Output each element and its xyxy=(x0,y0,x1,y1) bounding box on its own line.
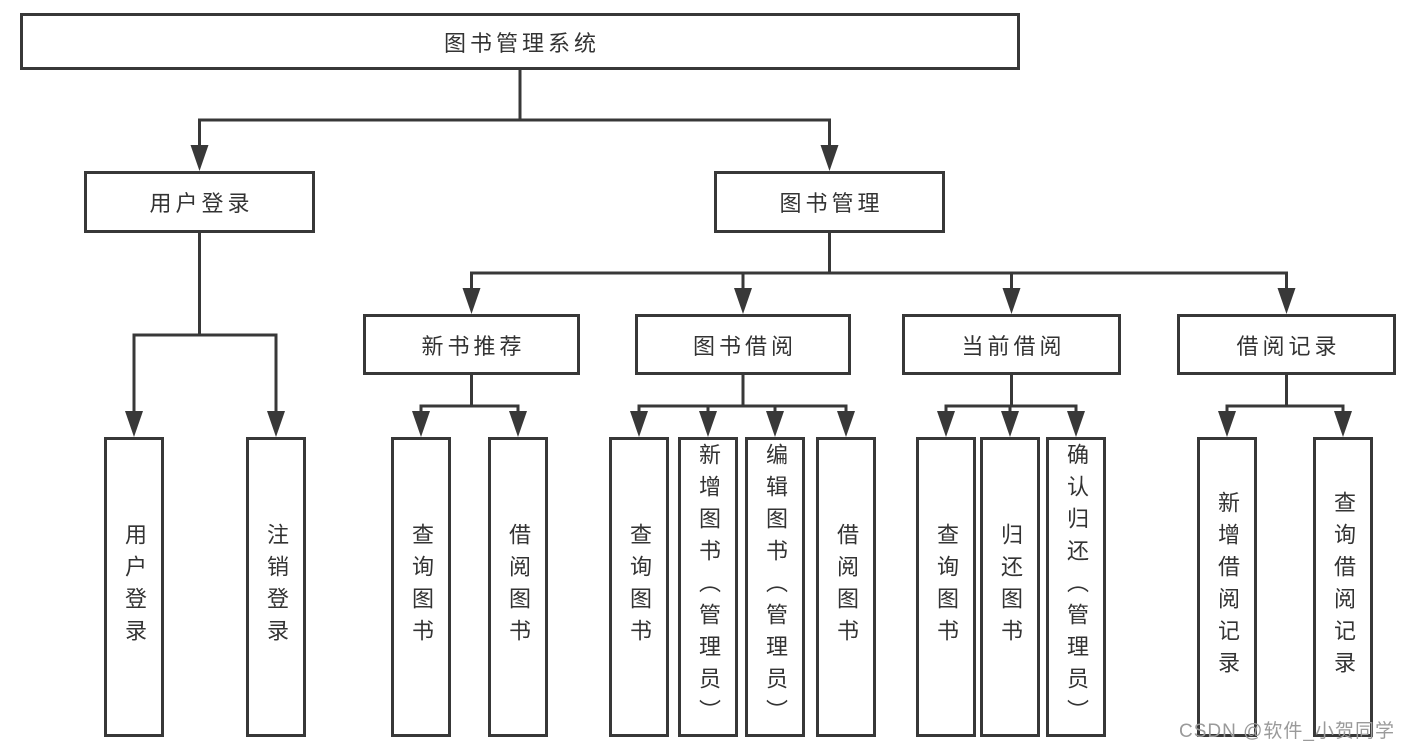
leaf-confirm-return-admin: 确认归还（管理员） xyxy=(1046,437,1106,737)
connector-new-book-recommend-group xyxy=(419,375,520,416)
node-new-book-recommend: 新书推荐 xyxy=(363,314,580,375)
node-book-borrow: 图书借阅 xyxy=(635,314,851,375)
leaf-edit-book-admin-label: 编辑图书（管理员） xyxy=(763,443,788,731)
arrowhead-leaf-query-book-1 xyxy=(412,411,430,437)
connector-book-borrow-group xyxy=(637,375,848,416)
csdn-watermark: CSDN @软件_小贺同学 xyxy=(1179,721,1395,742)
arrowhead-borrow-records xyxy=(1277,288,1296,314)
arrowhead-leaf-logout xyxy=(267,411,285,437)
leaf-return-book: 归还图书 xyxy=(980,437,1040,737)
leaf-query-borrow-record-label: 查询借阅记录 xyxy=(1331,491,1356,683)
leaf-query-book-borrow: 查询图书 xyxy=(609,437,669,737)
leaf-query-book-current: 查询图书 xyxy=(916,437,976,737)
leaf-query-book-recommend: 查询图书 xyxy=(391,437,451,737)
arrowhead-book-borrow xyxy=(734,288,752,314)
leaf-query-borrow-record: 查询借阅记录 xyxy=(1313,437,1373,737)
connector-user-login-group xyxy=(132,233,278,416)
arrowhead-leaf-edit-book xyxy=(766,411,784,437)
arrowhead-user-login xyxy=(190,145,209,171)
connector-borrow-records-group xyxy=(1225,375,1345,416)
leaf-logout: 注销登录 xyxy=(246,437,306,737)
node-user-login: 用户登录 xyxy=(84,171,315,233)
leaf-borrow-book: 借阅图书 xyxy=(816,437,876,737)
leaf-add-borrow-record: 新增借阅记录 xyxy=(1197,437,1257,737)
arrowhead-leaf-query-book-3 xyxy=(937,411,955,437)
leaf-user-login-label: 用户登录 xyxy=(122,523,147,651)
leaf-borrow-book-label: 借阅图书 xyxy=(834,523,859,651)
arrowhead-current-borrow xyxy=(1002,288,1021,314)
arrowhead-leaf-confirm-return xyxy=(1067,411,1085,437)
arrowhead-leaf-query-borrow-record xyxy=(1334,411,1352,437)
leaf-borrow-book-recommend-label: 借阅图书 xyxy=(506,523,531,651)
leaf-query-book-recommend-label: 查询图书 xyxy=(409,523,434,651)
node-current-borrow: 当前借阅 xyxy=(902,314,1121,375)
arrowhead-leaf-user-login xyxy=(125,411,143,437)
arrowhead-leaf-query-book-2 xyxy=(630,411,648,437)
connector-book-management-to-level3 xyxy=(470,233,1288,293)
leaf-add-borrow-record-label: 新增借阅记录 xyxy=(1215,491,1240,683)
leaf-user-login: 用户登录 xyxy=(104,437,164,737)
leaf-add-book-admin: 新增图书（管理员） xyxy=(678,437,738,737)
arrowhead-leaf-add-book xyxy=(699,411,717,437)
node-root: 图书管理系统 xyxy=(20,13,1020,70)
leaf-borrow-book-recommend: 借阅图书 xyxy=(488,437,548,737)
leaf-edit-book-admin: 编辑图书（管理员） xyxy=(745,437,805,737)
connector-root-to-level2 xyxy=(198,70,831,150)
leaf-logout-label: 注销登录 xyxy=(264,523,289,651)
arrowhead-leaf-borrow-book-1 xyxy=(509,411,527,437)
node-book-management: 图书管理 xyxy=(714,171,945,233)
leaf-query-book-borrow-label: 查询图书 xyxy=(627,523,652,651)
node-borrow-records: 借阅记录 xyxy=(1177,314,1396,375)
leaf-confirm-return-admin-label: 确认归还（管理员） xyxy=(1064,443,1089,731)
arrowhead-book-management xyxy=(820,145,839,171)
leaf-query-book-current-label: 查询图书 xyxy=(934,523,959,651)
leaf-add-book-admin-label: 新增图书（管理员） xyxy=(696,443,721,731)
arrowhead-leaf-borrow-book-2 xyxy=(837,411,855,437)
arrowhead-leaf-return-book xyxy=(1001,411,1019,437)
connector-current-borrow-group xyxy=(944,375,1078,416)
arrowhead-new-book-recommend xyxy=(462,288,481,314)
arrowhead-leaf-add-borrow-record xyxy=(1218,411,1236,437)
leaf-return-book-label: 归还图书 xyxy=(998,523,1023,651)
